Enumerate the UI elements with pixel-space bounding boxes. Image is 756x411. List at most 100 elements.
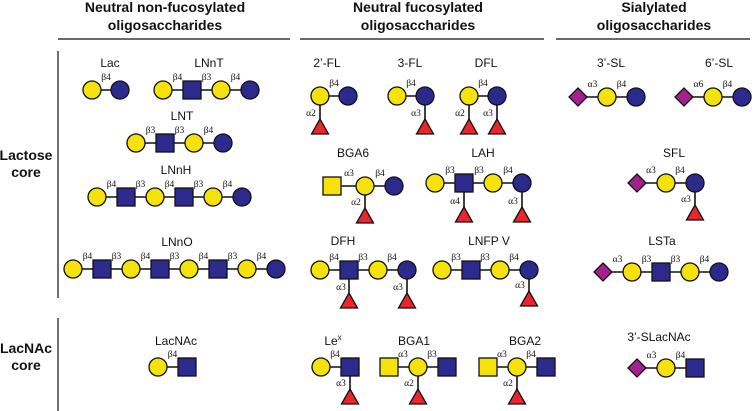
linkage-label: β3 (136, 180, 146, 190)
fucose-symbol (459, 117, 479, 135)
galnac-symbol (478, 357, 498, 377)
glucose-symbol (415, 86, 435, 106)
fucose-symbol (397, 291, 417, 309)
fucose-symbol (339, 291, 359, 309)
fucose-symbol (454, 205, 474, 223)
glycan-name: LNnT (194, 56, 224, 70)
linkage-label: β3 (175, 126, 185, 136)
linkage-label: α3 (647, 351, 657, 361)
fucose-symbol (310, 117, 330, 135)
glucose-symbol (213, 133, 233, 153)
linkage-label: α3 (336, 379, 346, 389)
galactose-symbol (311, 357, 331, 377)
fucose-symbol (408, 387, 428, 405)
galactose-symbol (355, 176, 375, 196)
header-neutral-nonfuc-line2: oligosaccharides (108, 17, 223, 33)
glucose-symbol (338, 86, 358, 106)
linkage-label: β4 (173, 73, 183, 83)
linkage-label: β4 (257, 252, 267, 262)
glucose-symbol (709, 262, 729, 282)
linkage-label: β4 (509, 253, 519, 263)
glucose-symbol (685, 173, 705, 193)
galactose-symbol (368, 260, 388, 280)
glycan-name: SFL (663, 146, 685, 160)
galactose-symbol (237, 259, 257, 279)
linkage-label: β4 (83, 252, 93, 262)
glycan-name: 2’-FL (313, 56, 341, 70)
fucose-symbol (415, 117, 435, 135)
linkage-label: β3 (671, 255, 681, 265)
galactose-symbol (507, 357, 527, 377)
glcnac-symbol (92, 259, 112, 279)
glcnac-symbol (685, 358, 705, 378)
glucose-symbol (266, 259, 286, 279)
glycan-name: Lac (100, 56, 119, 70)
glucose-symbol (732, 87, 752, 107)
linkage-label: β3 (170, 252, 180, 262)
linkage-label: β4 (204, 126, 214, 136)
linkage-label: β4 (329, 253, 339, 263)
glycan-name: 3-FL (398, 56, 423, 70)
glucose-symbol (110, 80, 130, 100)
glycan-name: 3’-SLacNAc (627, 330, 690, 344)
glycan-name: LNFP V (468, 234, 510, 248)
linkage-label: α4 (450, 197, 460, 207)
galactose-symbol (203, 187, 223, 207)
linkage-label: α3 (398, 350, 408, 360)
glycan-name: BGA1 (398, 334, 430, 348)
glcnac-symbol (651, 262, 671, 282)
fucose-symbol (340, 387, 360, 405)
fucose-symbol (512, 205, 532, 223)
glycan-name: DFH (331, 234, 356, 248)
glcnac-symbol (340, 357, 360, 377)
linkage-label: β4 (406, 79, 416, 89)
galactose-symbol (184, 133, 204, 153)
linkage-label: α3 (411, 109, 421, 119)
galactose-symbol (680, 262, 700, 282)
galactose-symbol (425, 173, 445, 193)
linkage-label: β3 (358, 253, 368, 263)
linkage-label: β4 (168, 350, 178, 360)
linkage-label: β4 (141, 252, 151, 262)
glycan-name: 3’-SL (597, 56, 625, 70)
linkage-label: β3 (228, 252, 238, 262)
galactose-symbol (126, 133, 146, 153)
linkage-label: β3 (642, 255, 652, 265)
linkage-label: β4 (375, 169, 385, 179)
glcnac-symbol (150, 259, 170, 279)
linkage-label: α3 (613, 255, 623, 265)
glycan-name: LNT (171, 109, 194, 123)
linkage-label: β4 (223, 180, 233, 190)
header-neutral-fuc-line2: oligosaccharides (361, 17, 476, 33)
linkage-label: α3 (344, 169, 354, 179)
header-sialylated-line2: oligosaccharides (597, 17, 712, 33)
header-sialylated-line1: Sialylated (621, 0, 686, 15)
glcnac-symbol (339, 260, 359, 280)
glucose-symbol (232, 187, 252, 207)
row-label-lactose-line1: Lactose (0, 147, 53, 163)
galactose-symbol (459, 86, 479, 106)
linkage-label: β4 (107, 180, 117, 190)
neu5ac-symbol (627, 358, 647, 378)
galactose-symbol (145, 187, 165, 207)
glucose-symbol (626, 87, 646, 107)
galactose-symbol (703, 87, 723, 107)
fucose-symbol (685, 203, 705, 221)
glcnac-symbol (177, 357, 197, 377)
linkage-label: β4 (617, 80, 627, 90)
neu5ac-symbol (674, 87, 694, 107)
linkage-label: α6 (694, 80, 704, 90)
linkage-label: α3 (336, 283, 346, 293)
neu5ac-symbol (627, 173, 647, 193)
glcnac-symbol (116, 187, 136, 207)
galnac-symbol (322, 176, 342, 196)
